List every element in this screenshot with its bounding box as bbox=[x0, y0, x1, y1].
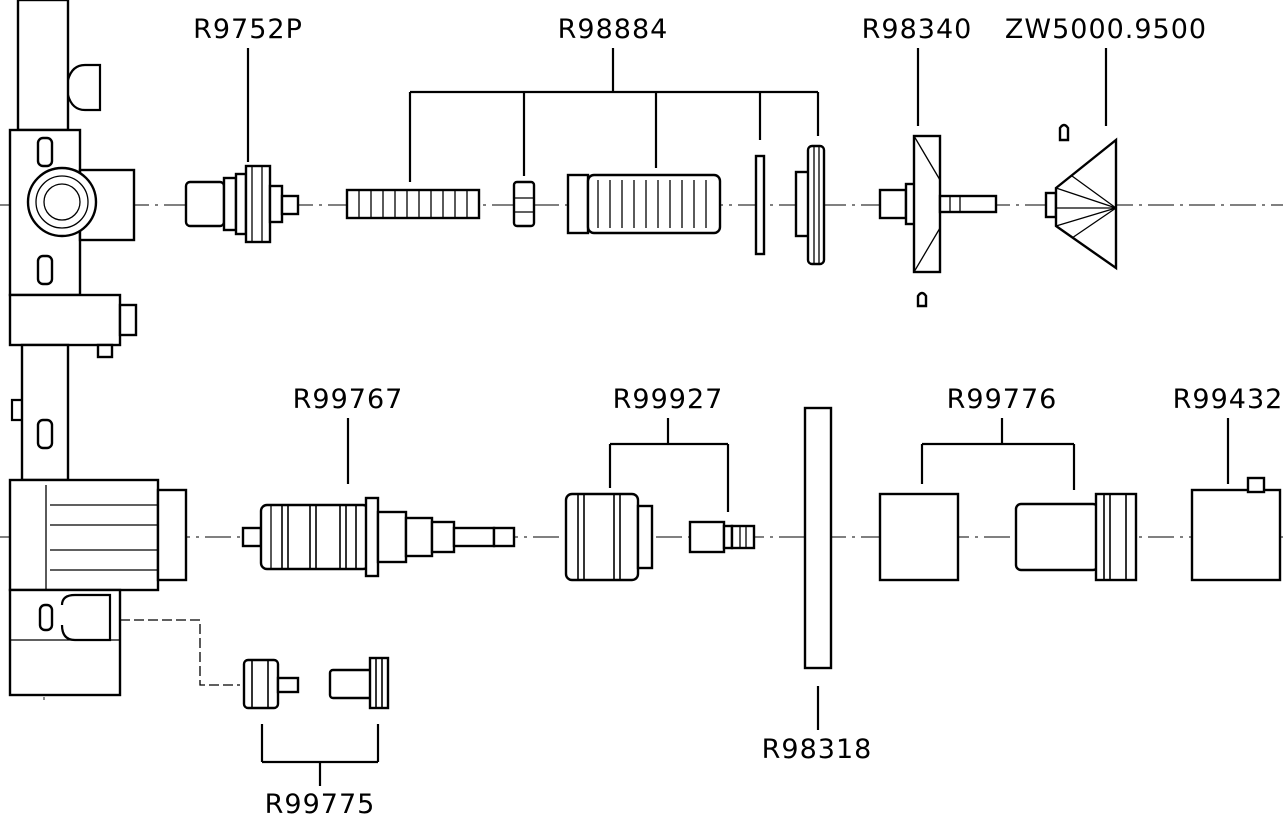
nut-r98884 bbox=[512, 180, 536, 228]
seal-plate-r98884 bbox=[754, 154, 766, 256]
label-r99767: R99767 bbox=[293, 384, 404, 415]
label-r98884: R98884 bbox=[558, 14, 669, 45]
trim-r99776 bbox=[878, 492, 1138, 582]
label-r99776: R99776 bbox=[947, 384, 1058, 415]
flange-r98884 bbox=[794, 144, 826, 266]
label-r98340: R98340 bbox=[862, 14, 973, 45]
sleeve-r98884 bbox=[566, 173, 722, 235]
label-r99432: R99432 bbox=[1173, 384, 1283, 415]
label-r99775: R99775 bbox=[265, 789, 376, 820]
sleeve-r99927 bbox=[564, 492, 654, 582]
escutcheon-r98340 bbox=[878, 134, 998, 308]
spring-r98884 bbox=[345, 188, 481, 220]
cartridge-r9752p bbox=[184, 164, 300, 244]
check-valves-r99775 bbox=[120, 619, 390, 710]
spindle-r99927 bbox=[688, 520, 756, 554]
plate-r98318 bbox=[803, 406, 833, 670]
knob-r99432 bbox=[1190, 476, 1282, 582]
thermostatic-cartridge-r99767 bbox=[241, 496, 516, 578]
label-r99927: R99927 bbox=[613, 384, 724, 415]
label-r98318: R98318 bbox=[762, 734, 873, 765]
label-zw5000-9500: ZW5000.9500 bbox=[1005, 14, 1207, 45]
label-r9752p: R9752P bbox=[193, 14, 303, 45]
valve-body bbox=[8, 0, 188, 697]
leader-lines bbox=[246, 48, 1230, 786]
handle-zw5000 bbox=[1044, 123, 1118, 271]
